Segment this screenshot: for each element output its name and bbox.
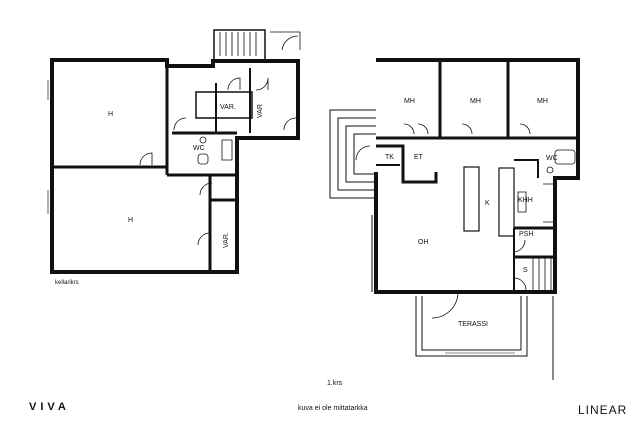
basement-floor-label: kellarikrs — [55, 280, 79, 286]
viva-logo: VIVA — [29, 401, 70, 413]
room-label-mh-2: MH — [470, 98, 481, 105]
room-label-var-storage: VAR. — [220, 104, 236, 111]
first-floor-label: 1.krs — [327, 380, 343, 387]
room-label-terassi: TERASSI — [458, 321, 488, 328]
first-floor-plan — [329, 58, 580, 380]
room-label-s: S — [523, 267, 528, 274]
room-label-mh-1: MH — [404, 98, 415, 105]
room-label-mh-3: MH — [537, 98, 548, 105]
basement-plan — [47, 29, 301, 274]
room-label-wc-basement: WC — [193, 145, 205, 152]
room-label-wc-first: WC — [546, 155, 558, 162]
room-label-h-upper: H — [108, 111, 113, 118]
room-label-psh: PSH — [519, 231, 533, 238]
room-label-var-lower: VAR. — [223, 232, 230, 248]
linear-logo: LINEAR — [578, 403, 628, 417]
room-label-et: ET — [414, 154, 424, 161]
room-label-k: K — [485, 200, 490, 207]
not-to-scale-note: kuva ei ole mittatarkka — [298, 405, 368, 412]
room-label-oh: OH — [418, 239, 429, 246]
room-label-var-closet: VAR — [257, 104, 264, 118]
room-label-tk: TK — [385, 154, 394, 161]
room-label-h-lower: H — [128, 217, 133, 224]
room-label-khh: KHH — [518, 197, 533, 204]
